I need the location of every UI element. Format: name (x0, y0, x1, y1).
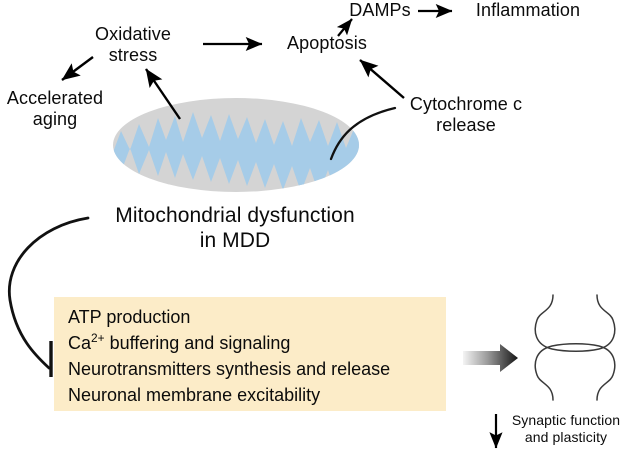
mitochondrion-cristae (113, 112, 359, 192)
function-calcium-buffering-before: Ca (68, 332, 92, 353)
list-item: Neuronal membrane excitability (68, 383, 446, 409)
synapse-presynaptic-terminal (534, 294, 616, 352)
label-damps: DAMPs (349, 0, 411, 20)
gradient-arrow-to-synapse (463, 344, 518, 372)
function-neurotransmitters: Neurotransmitters synthesis and release (68, 358, 391, 379)
list-item: Neurotransmitters synthesis and release (68, 357, 446, 383)
mitochondrion-organelle (113, 98, 359, 192)
label-oxidative-stress: Oxidative stress (95, 24, 171, 66)
arrow-oxidative-stress-to-accelerated-aging (61, 56, 94, 81)
arrow-mitochondrion-to-oxidative-stress (145, 68, 181, 120)
mitochondrial-functions-box: ATP production Ca2+ buffering and signal… (54, 297, 446, 411)
label-mitochondrial-dysfunction-in-mdd: Mitochondrial dysfunction in MDD (115, 204, 355, 252)
inhibition-connector-dysfunction-to-functions (7, 216, 90, 377)
synapse-postsynaptic-terminal (534, 343, 616, 401)
label-cytochrome-c-release: Cytochrome c release (409, 94, 523, 136)
function-calcium-buffering-after: buffering and signaling (104, 332, 291, 353)
list-item: ATP production (68, 305, 446, 331)
inhibition-curve (7, 216, 90, 370)
label-inflammation: Inflammation (475, 0, 581, 20)
label-synaptic-function-and-plasticity: Synaptic function and plasticity (511, 412, 621, 445)
function-membrane-excitability: Neuronal membrane excitability (68, 384, 321, 405)
synapse-schematic (534, 294, 616, 401)
line-mitochondrion-to-cytochrome-c (329, 106, 397, 161)
arrow-cytochrome-c-to-apoptosis (359, 59, 405, 99)
arrow-apoptosis-to-damps (336, 18, 353, 37)
function-calcium-superscript: 2+ (91, 330, 105, 345)
list-item: Ca2+ buffering and signaling (68, 331, 446, 357)
label-apoptosis: Apoptosis (287, 33, 367, 53)
gradient-arrow-shape (463, 344, 518, 372)
label-accelerated-aging: Accelerated aging (6, 88, 104, 130)
mitochondrial-functions-list: ATP production Ca2+ buffering and signal… (54, 297, 446, 409)
function-atp-production: ATP production (68, 307, 191, 327)
